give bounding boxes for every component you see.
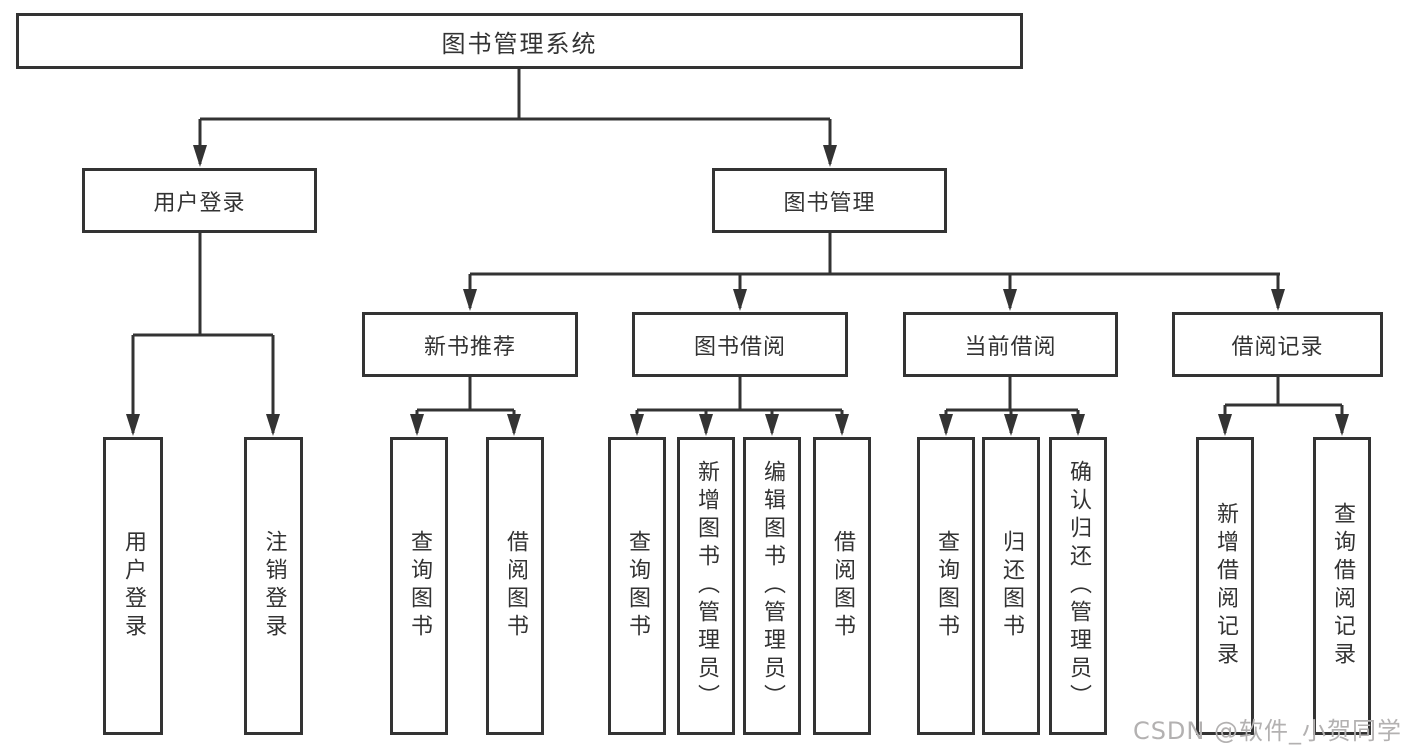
node-add-book-admin: 新增图书（管理员） [677,437,735,735]
node-borrow-book-recommend: 借阅图书 [486,437,544,735]
node-library-system: 图书管理系统 [16,13,1023,69]
node-add-borrow-record: 新增借阅记录 [1196,437,1254,735]
node-book-management: 图书管理 [712,168,947,233]
node-logout-leaf: 注销登录 [244,437,303,735]
node-book-borrow: 图书借阅 [632,312,848,377]
connector-book-management-to-children [470,233,1280,276]
node-query-book-recommend: 查询图书 [390,437,448,735]
connector-root-to-level2 [200,69,830,121]
node-query-book-borrow: 查询图书 [608,437,666,735]
connector-new-book-to-children [417,377,514,412]
node-confirm-return-admin: 确认归还（管理员） [1049,437,1107,735]
connector-current-borrow-to-children [946,377,1078,412]
node-current-borrow: 当前借阅 [903,312,1118,377]
node-return-book: 归还图书 [982,437,1040,735]
node-new-book-recommend: 新书推荐 [362,312,578,377]
node-user-login-leaf: 用户登录 [103,437,163,735]
connector-book-borrow-to-children [637,377,842,412]
node-query-book-current: 查询图书 [917,437,975,735]
node-borrow-book-leaf: 借阅图书 [813,437,871,735]
connector-borrow-records-to-children [1225,377,1342,407]
node-borrow-records: 借阅记录 [1172,312,1383,377]
connector-user-login-to-children [133,233,273,337]
node-query-borrow-record: 查询借阅记录 [1313,437,1371,735]
node-user-login: 用户登录 [82,168,317,233]
node-edit-book-admin: 编辑图书（管理员） [743,437,801,735]
